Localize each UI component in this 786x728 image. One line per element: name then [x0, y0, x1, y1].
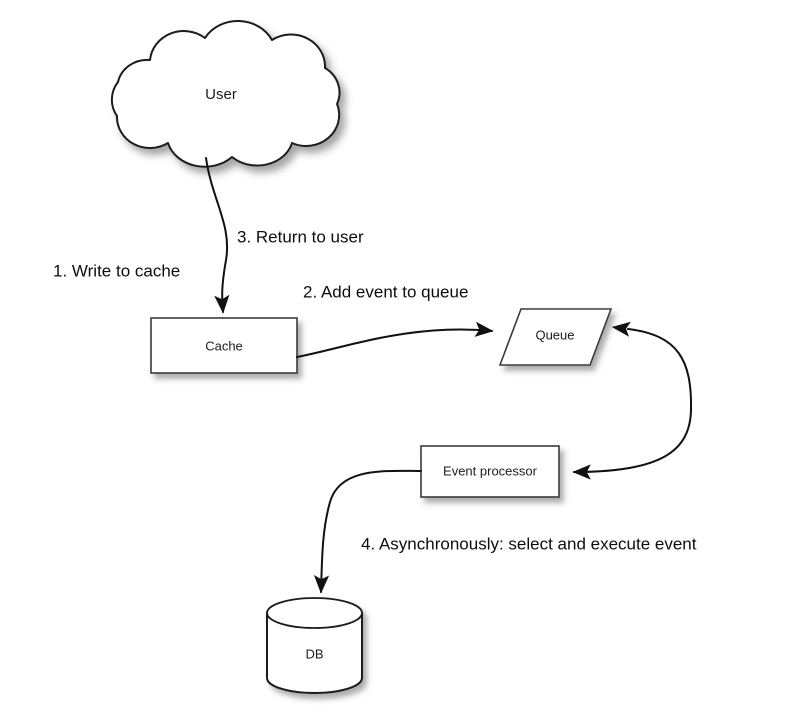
node-event-processor[interactable]: Event processor — [420, 445, 560, 498]
node-cache[interactable]: Cache — [150, 317, 298, 374]
node-event-processor-label: Event processor — [443, 463, 538, 478]
step-label-2: 2. Add event to queue — [303, 282, 468, 301]
edge-queue-event-processor — [572, 321, 693, 480]
step-label-3: 3. Return to user — [237, 227, 364, 246]
edge-processor-to-db — [313, 469, 422, 594]
node-db[interactable]: DB — [266, 597, 363, 694]
node-queue[interactable]: Queue — [498, 308, 613, 366]
node-user-label: User — [205, 86, 237, 103]
step-label-1: 1. Write to cache — [53, 261, 180, 280]
node-db-label: DB — [305, 646, 323, 661]
step-label-4: 4. Asynchronously: select and execute ev… — [361, 534, 697, 553]
node-user[interactable]: User — [110, 20, 341, 168]
edge-cache-to-queue — [296, 321, 494, 358]
node-cache-label: Cache — [205, 338, 243, 353]
node-queue-label: Queue — [535, 327, 574, 342]
edge-user-to-cache — [205, 157, 230, 314]
